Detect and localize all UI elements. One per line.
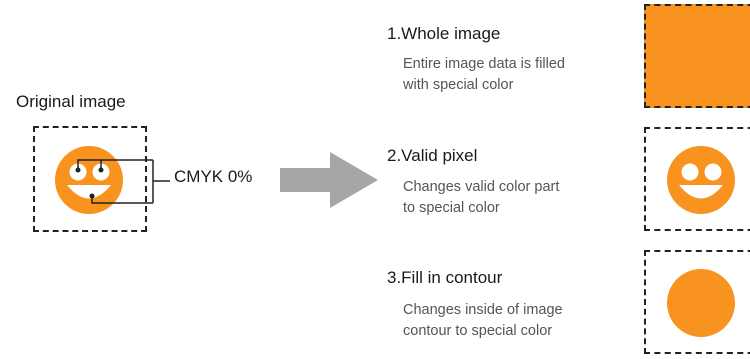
option-valid-pixel-desc: Changes valid color part to special colo… — [403, 179, 560, 216]
option-fill-contour-desc: Changes inside of image contour to speci… — [403, 302, 563, 339]
arrow-right-icon — [280, 152, 378, 208]
option-fill-contour-title: 3.Fill in contour — [387, 268, 503, 287]
original-image-frame — [33, 126, 147, 232]
option-whole-image-title: 1.Whole image — [387, 24, 501, 43]
option-valid-pixel-title: 2.Valid pixel — [387, 146, 478, 165]
original-image-label: Original image — [16, 92, 126, 111]
valid-pixel-preview-frame — [644, 127, 750, 231]
cmyk-callout-label: CMYK 0% — [174, 167, 253, 186]
whole-image-preview — [644, 4, 750, 108]
fill-contour-preview-frame — [644, 250, 750, 354]
option-whole-image-desc: Entire image data is filled with special… — [403, 56, 565, 93]
